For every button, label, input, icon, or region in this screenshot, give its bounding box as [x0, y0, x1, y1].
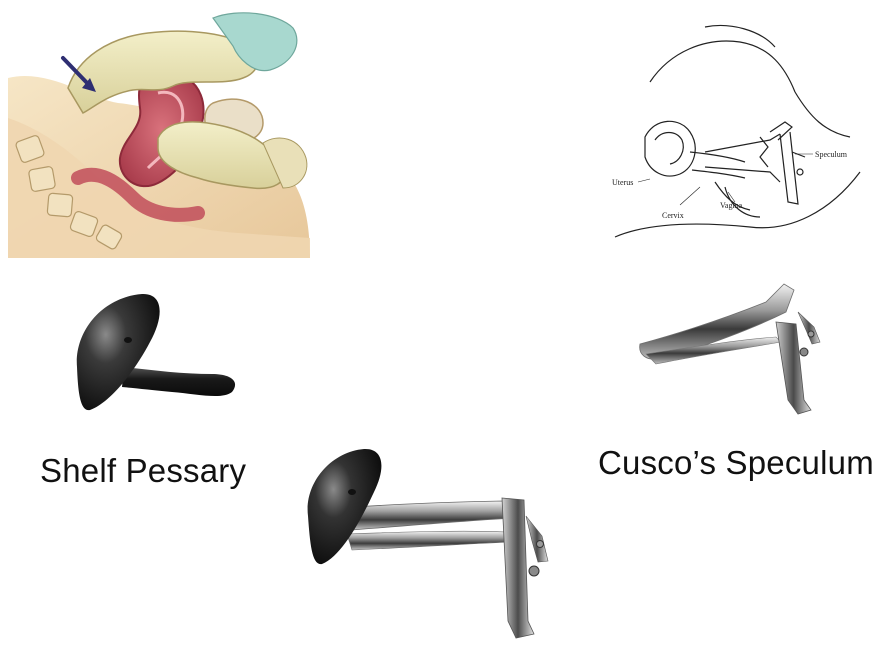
cusco-speculum-image [636, 282, 826, 420]
label-speculum: Speculum [815, 150, 848, 159]
anatomy-illustration [8, 8, 310, 258]
pessary-with-speculum-image [302, 446, 560, 642]
caption-shelf-pessary: Shelf Pessary [40, 452, 246, 490]
speculum-line-drawing: Speculum Uterus Cervix Vagina [610, 22, 872, 254]
caption-cusco-speculum: Cusco’s Speculum [598, 444, 874, 482]
shelf-pessary-image [72, 292, 244, 414]
label-cervix: Cervix [662, 211, 684, 220]
label-vagina: Vagina [720, 201, 743, 210]
label-uterus: Uterus [612, 178, 633, 187]
